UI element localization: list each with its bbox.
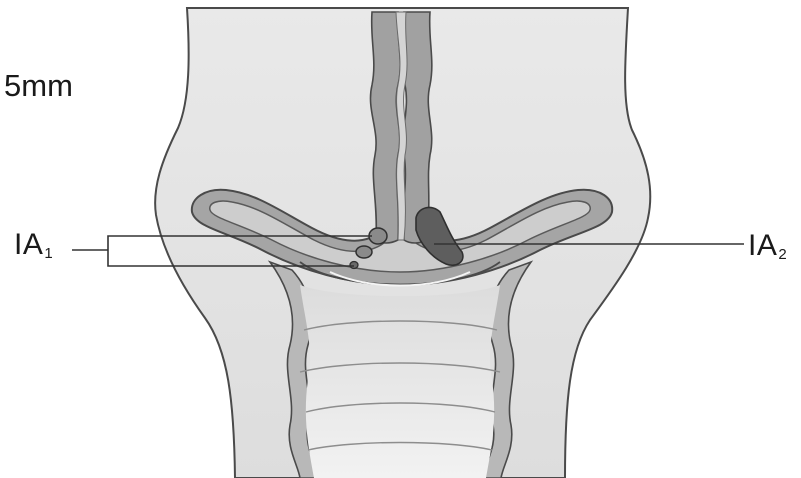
ia1-label: IA1	[14, 230, 53, 260]
scale-label: 5mm	[4, 70, 73, 101]
ia2-label-sub: 2	[778, 246, 787, 263]
lesion-ia1-nodule	[356, 246, 372, 258]
ia1-label-main: IA	[14, 228, 43, 261]
vaginal-lumen	[300, 285, 500, 478]
ia1-label-sub: 1	[44, 245, 53, 262]
ia2-label-main: IA	[748, 229, 777, 262]
ia2-label: IA2	[748, 231, 787, 261]
lesion-ia1-nodule	[350, 262, 358, 269]
left-canal-wall	[370, 12, 400, 243]
